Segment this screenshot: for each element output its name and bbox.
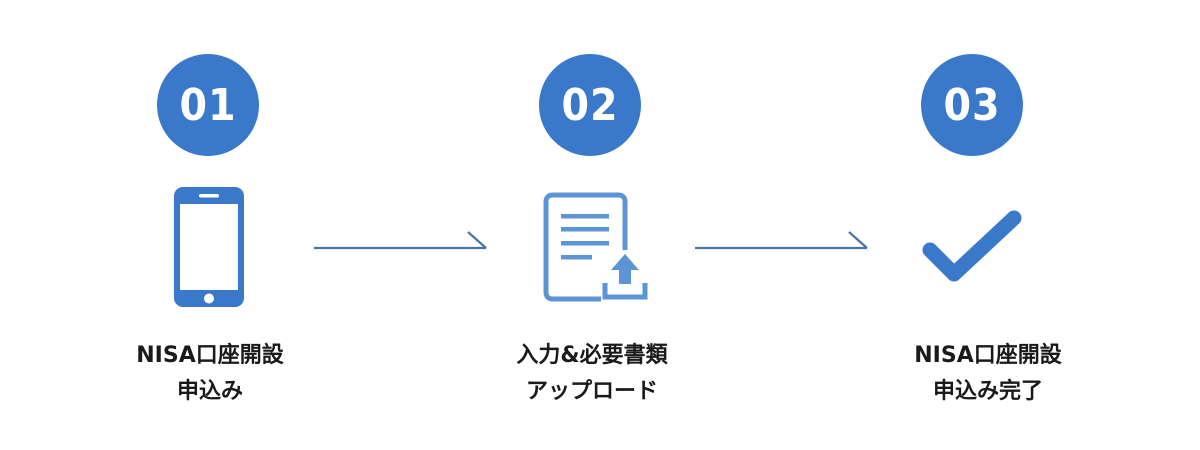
- step-number: 02: [561, 79, 619, 131]
- step-label: 入力&必要書類 アップロード: [462, 338, 722, 410]
- step-number-badge: 03: [921, 54, 1023, 156]
- step-label-line1: NISA口座開設: [136, 343, 284, 368]
- step-label-line2: 申込み: [176, 379, 243, 404]
- step-number: 03: [943, 79, 1001, 131]
- smartphone-icon: [172, 185, 246, 313]
- step-number: 01: [179, 79, 237, 131]
- step-label: NISA口座開設 申込み: [80, 338, 340, 410]
- step-label-line1: NISA口座開設: [914, 343, 1062, 368]
- step-label-line2: アップロード: [525, 379, 658, 404]
- step-number-badge: 02: [539, 54, 641, 156]
- step-number-badge: 01: [157, 54, 259, 156]
- arrow-right-icon: [691, 225, 876, 259]
- document-upload-icon: [543, 192, 653, 308]
- checkmark-icon: [918, 208, 1024, 292]
- step-label: NISA口座開設 申込み完了: [858, 338, 1118, 410]
- step-label-line2: 申込み完了: [932, 379, 1043, 404]
- arrow-right-icon: [310, 225, 495, 259]
- step-label-line1: 入力&必要書類: [516, 343, 668, 368]
